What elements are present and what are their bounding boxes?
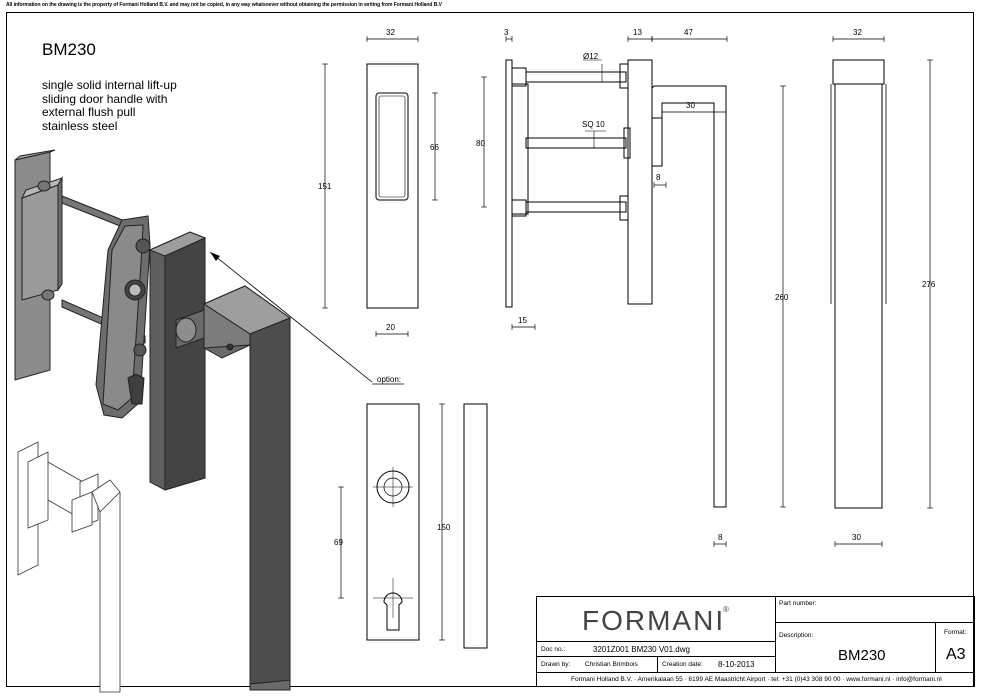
dimension-label: 260 [775,293,789,302]
description-line: stainless steel [42,118,118,133]
isometric-assembly-view [14,149,292,691]
description-line: single solid internal lift-up [42,78,177,92]
dimension-label: 47 [684,28,693,37]
dimension-label: 30 [852,533,861,542]
dimension-label: 20 [386,323,395,332]
dimension-label: 32 [853,28,862,37]
description-cell: Description: BM230 [775,622,936,673]
drawn-by-value: Christian Brimbois [585,661,638,668]
part-number-cell: Part number: [775,596,975,623]
line-isometric-view [17,441,121,693]
dimension-label: 15 [518,316,527,325]
dimension-lines [481,36,786,547]
side-section-view [505,59,727,508]
option-leader-line [209,251,373,383]
option-label: option: [377,375,401,384]
dimension-lines [322,36,438,337]
flush-pull-front-view [366,63,419,309]
brand-logo: FORMANI [582,605,726,636]
lever-front-view [830,59,887,509]
dimension-label: 32 [386,28,395,37]
format-label: Format: [944,629,967,636]
option-plate-side-view [463,403,488,649]
ownership-notice: All information on the drawing is the pr… [6,2,442,8]
dimension-label: 150 [437,523,451,532]
option-plate-front-view [366,403,420,641]
creation-date-value: 8-10-2013 [718,660,755,669]
description-label: Description: [779,632,814,639]
creation-date-label: Creation date: [662,661,703,668]
sheet-border [6,12,974,687]
description-value: BM230 [838,647,886,664]
dimension-label: 151 [318,182,332,191]
drawn-by-cell: Drawn by: Christian Brimbois [536,656,658,673]
dimension-label: 276 [922,280,936,289]
brand-cell: FORMANI ® [536,596,776,642]
product-description: single solid internal lift-up sliding do… [42,78,177,133]
dimension-label: 3 [504,28,509,37]
dimension-label: 69 [334,538,343,547]
doc-no-cell: Doc no.: 3201Z001 BM230 V01.dwg [536,641,776,657]
description-line: external flush pull [42,105,136,119]
dimension-label: 30 [686,101,695,110]
doc-no-value: 3201Z001 BM230 V01.dwg [593,645,690,654]
dimension-lines [338,403,445,641]
dimension-label: SQ 10 [582,120,605,129]
dimension-label: 8 [718,533,723,542]
model-title: BM230 [42,40,96,59]
description-line: sliding door handle with [42,91,168,106]
doc-no-label: Doc no.: [541,646,566,653]
footer-cell: Formani Holland B.V. · Amerikalaan 55 · … [536,672,975,687]
dimension-label: 80 [476,139,485,148]
format-cell: Format: A3 [935,622,975,673]
dimension-label: 13 [633,28,642,37]
company-address: Formani Holland B.V. · Amerikalaan 55 · … [571,676,942,683]
drawn-by-label: Drawn by: [541,661,571,668]
part-number-label: Part number: [779,600,817,607]
registered-mark: ® [723,605,729,614]
dimension-label: 8 [656,173,661,182]
option-arrowhead [210,252,220,261]
title-block: FORMANI ® Doc no.: 3201Z001 BM230 V01.dw… [536,596,975,687]
format-value: A3 [946,646,966,663]
dimension-label: Ø12 [583,52,599,61]
dimension-label: 66 [430,143,439,152]
dimension-lines [832,36,933,547]
creation-date-cell: Creation date: 8-10-2013 [657,656,776,673]
